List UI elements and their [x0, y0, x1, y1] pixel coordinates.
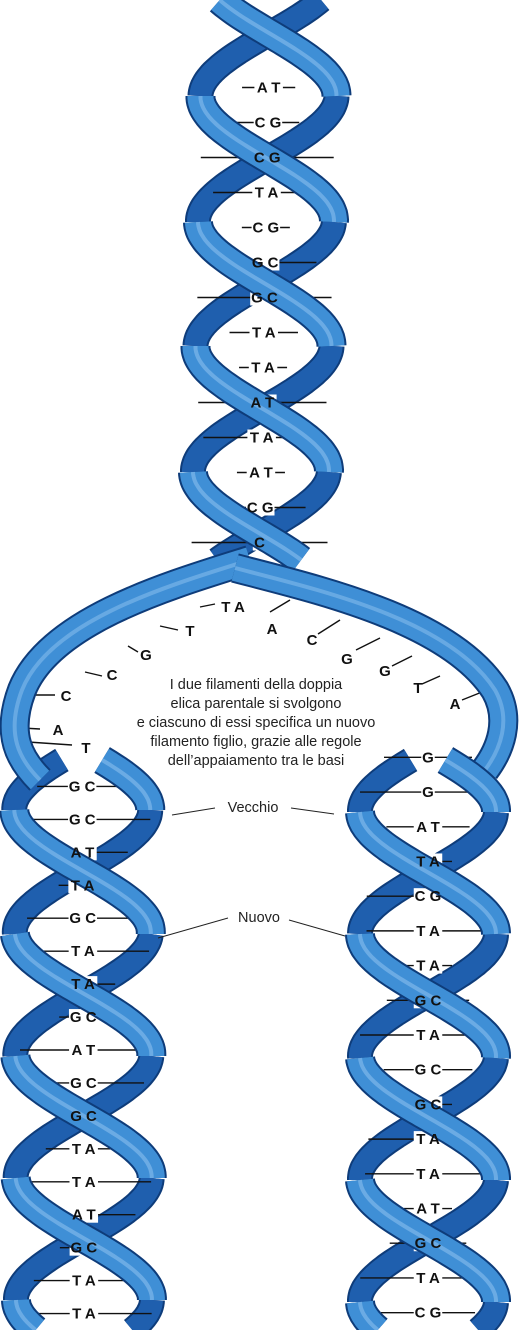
fork-left-base-stub-0: [200, 604, 215, 607]
right-daughter-pair-label-14: G C: [415, 1235, 442, 1252]
right-daughter-pair-label-9: G C: [415, 1062, 442, 1079]
parental-pair-label-7: T A: [252, 325, 276, 342]
left-daughter-pair-label-3: T A: [71, 877, 95, 894]
new-strand-label: Nuovo: [238, 910, 280, 926]
right-daughter-pair-label-3: T A: [416, 853, 440, 870]
fork-right-base-label-2: G: [341, 651, 353, 668]
fork-left-base-label-4: C: [61, 688, 72, 705]
left-daughter-pair-label-10: G C: [70, 1108, 97, 1125]
right-daughter-pair-label-8: T A: [416, 1027, 440, 1044]
old-label-leader-left: [172, 808, 215, 815]
right-daughter-pair-label-7: G C: [415, 992, 442, 1009]
fork-left-base-label-1: T: [185, 623, 194, 640]
fork-right-base-label-3: G: [379, 663, 391, 680]
parental-pair-label-9: A T: [251, 395, 275, 412]
caption-line-4: filamento figlio, grazie alle regole: [150, 734, 361, 750]
parental-pair-label-4: C G: [253, 220, 280, 237]
right-daughter-pair-label-11: T A: [416, 1131, 440, 1148]
fork-left-base-label-6: T: [81, 740, 90, 757]
left-daughter-pair-label-13: A T: [72, 1207, 96, 1224]
right-daughter-strand-2-ribbon-5: [478, 1302, 496, 1330]
right-daughter-pair-label-1: G: [422, 784, 434, 801]
caption-block: I due filamenti della doppia elica paren…: [137, 677, 376, 769]
fork-right-base-label-1: C: [307, 632, 318, 649]
right-daughter-pair-label-2: A T: [416, 819, 440, 836]
old-strand-label-group: Vecchio: [172, 800, 334, 816]
fork-right-base-stub-3: [392, 656, 412, 666]
right-daughter-strand-1-ribbon-0: [360, 760, 411, 812]
left-daughter-pair-label-6: T A: [71, 976, 95, 993]
left-daughter-pair-label-0: G C: [69, 778, 96, 795]
parental-pair-label-1: C G: [255, 115, 282, 132]
fork-left-base-stub-3: [85, 672, 102, 676]
left-daughter-pair-label-15: T A: [72, 1273, 96, 1290]
left-daughter-strand-1-ribbon-5: [132, 1300, 152, 1330]
fork-left-base-label-3: C: [107, 667, 118, 684]
caption-line-1: I due filamenti della doppia: [170, 677, 343, 693]
parental-pair-label-11: A T: [249, 465, 273, 482]
fork-left-base-stub-2: [128, 646, 138, 652]
fork-left-base-stub-6: [28, 742, 72, 745]
left-daughter-pair-label-4: G C: [69, 910, 96, 927]
fork-right-base-label-5: A: [450, 696, 461, 713]
parental-pair-label-3: T A: [255, 185, 279, 202]
left-daughter-pair-label-8: A T: [72, 1042, 96, 1059]
fork-right-base-stub-4: [422, 676, 440, 684]
fork-left-base-label-2: G: [140, 647, 152, 664]
fork-right-base-stub-1: [318, 620, 340, 634]
parental-pair-label-2: C G: [254, 150, 281, 167]
right-daughter-pair-label-6: T A: [416, 958, 440, 975]
new-label-leader-left: [158, 918, 228, 938]
parental-pair-label-0: A T: [257, 80, 281, 97]
fork-left-base-label-5: A: [53, 722, 64, 739]
left-daughter-pair-label-7: G C: [70, 1009, 97, 1026]
left-daughter-pair-label-16: T A: [72, 1306, 96, 1323]
old-label-leader-right: [291, 808, 334, 814]
right-daughter-pair-label-4: C G: [415, 888, 442, 905]
right-daughter-pair-label-16: C G: [415, 1305, 442, 1322]
parental-pair-label-8: T A: [251, 360, 275, 377]
left-daughter-pair-label-5: T A: [71, 943, 95, 960]
new-label-leader-right: [289, 920, 345, 936]
caption-line-2: elica parentale si svolgono: [171, 696, 342, 712]
caption-line-3: e ciascuno di essi specifica un nuovo: [137, 715, 376, 731]
fork-right-base-label-0: A: [267, 621, 278, 638]
right-daughter-pair-label-0: G: [422, 749, 434, 766]
left-daughter-pair-label-11: T A: [72, 1141, 96, 1158]
parental-pair-label-13: C: [254, 535, 265, 552]
left-daughter-pair-label-1: G C: [69, 811, 96, 828]
fork-right-base-stub-0: [270, 600, 290, 612]
fork-left-base-label-0: T A: [221, 599, 245, 616]
right-daughter-pair-label-12: T A: [416, 1166, 440, 1183]
right-daughter-pair-label-10: G C: [415, 1096, 442, 1113]
left-daughter-pair-label-9: G C: [70, 1075, 97, 1092]
parental-pair-label-6: G C: [251, 290, 278, 307]
fork-right-base-stub-2: [356, 638, 380, 650]
left-daughter-pair-label-12: T A: [72, 1174, 96, 1191]
caption-line-5: dell’appaiamento tra le basi: [168, 753, 345, 769]
old-strand-label: Vecchio: [228, 800, 279, 816]
left-daughter-pair-label-2: A T: [71, 844, 95, 861]
parental-pair-label-12: C G: [247, 500, 274, 517]
right-daughter-pair-label-5: T A: [416, 923, 440, 940]
right-daughter-pair-label-15: T A: [416, 1270, 440, 1287]
fork-right-base-label-4: T: [413, 680, 422, 697]
left-daughter-strand-1-ribbon-0: [102, 760, 150, 810]
fork-left-base-stub-1: [160, 626, 178, 630]
left-daughter-pair-label-14: G C: [71, 1240, 98, 1257]
parental-pair-label-5: G C: [252, 255, 279, 272]
right-daughter-pair-label-13: A T: [416, 1201, 440, 1218]
new-strand-label-group: Nuovo: [158, 910, 345, 938]
parental-pair-label-10: T A: [250, 430, 274, 447]
